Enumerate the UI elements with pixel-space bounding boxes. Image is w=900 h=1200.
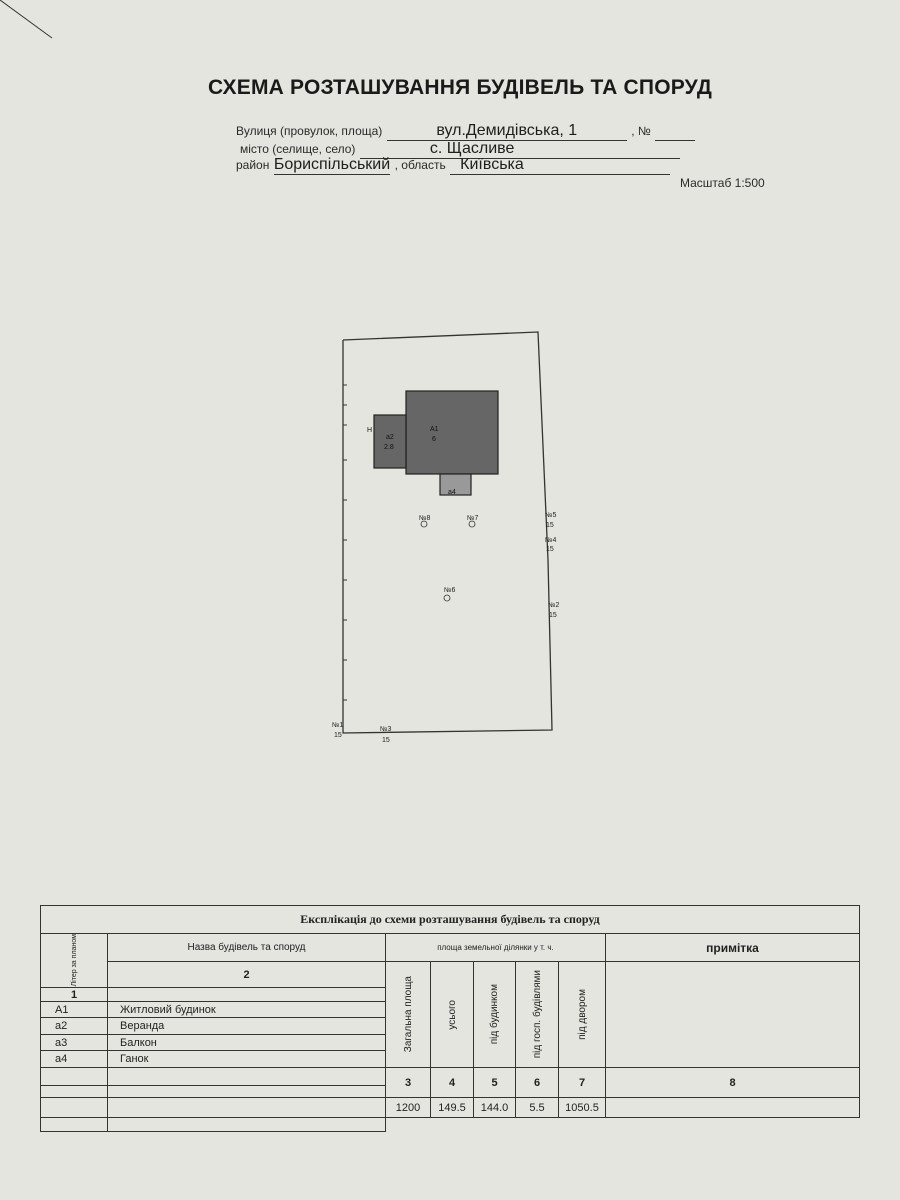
sub-col-total: Загальна площа (402, 976, 414, 1053)
h-label: Н (367, 427, 372, 434)
row-name: Веранда (107, 1017, 386, 1035)
marker-1: №1 (332, 722, 344, 729)
col-number: 6 (515, 1067, 559, 1098)
col-name-header: Назва будівель та споруд (107, 933, 386, 962)
col-number: 5 (473, 1067, 516, 1098)
table-title: Експлікація до схеми розташування будіве… (40, 905, 860, 934)
marker-5-sub: 15 (546, 522, 554, 529)
col-area-group-header: площа земельної ділянки у т. ч. (385, 933, 606, 962)
sub-col-building: під будинком (489, 984, 500, 1045)
plot-boundary (342, 331, 553, 734)
col-number: 3 (385, 1067, 431, 1098)
marker-3-sub: 15 (382, 737, 390, 744)
col-number: 1 (40, 987, 108, 1002)
sub-col-outbuildings: під госп. будівлями (531, 970, 543, 1059)
col-number: 7 (558, 1067, 606, 1098)
region-label: , область (394, 158, 446, 172)
marker-2: №2 (548, 602, 560, 609)
marker-1-sub: 15 (334, 732, 342, 739)
row-code: А1 (40, 1000, 108, 1019)
site-plan: А1 6 а2 2.8 Н а4 №1 15 №2 15 №3 15 №4 15… (0, 0, 560, 744)
marker-7: №7 (467, 515, 479, 522)
col-number: 4 (430, 1067, 474, 1098)
marker-8: №8 (419, 515, 431, 522)
building-a4 (439, 473, 472, 496)
marker-4: №4 (545, 537, 557, 544)
building-a1 (405, 390, 499, 475)
city-label: місто (селище, село) (240, 142, 356, 156)
marker-4-sub: 15 (546, 546, 554, 553)
col-number: 8 (605, 1067, 860, 1098)
scale-label: Масштаб 1:500 (680, 176, 765, 190)
number-label: , № (631, 124, 651, 138)
district-label: район (236, 158, 270, 172)
sub-col-all: усього (446, 999, 458, 1030)
row-name: Балкон (107, 1033, 386, 1052)
a1-sub: 6 (432, 436, 436, 443)
row-code: а3 (40, 1033, 108, 1052)
value-all: 149.5 (430, 1097, 474, 1118)
a2-sub: 2.8 (384, 444, 394, 451)
a4-label: а4 (448, 489, 456, 496)
district-value: Бориспільський (273, 156, 391, 175)
marker-6: №6 (444, 587, 456, 594)
row-code: а2 (40, 1017, 108, 1035)
value-outbuildings: 5.5 (515, 1097, 559, 1118)
row-name: Житловий будинок (107, 1000, 386, 1019)
building-a2 (373, 414, 407, 469)
a1-label: А1 (430, 426, 439, 433)
region-value: Київська (450, 156, 671, 175)
explication-table: Експлікація до схеми розташування будіве… (40, 905, 860, 1132)
marker-5: №5 (545, 512, 557, 519)
row-name: Ганок (107, 1050, 386, 1068)
sub-col-yard: під двором (576, 989, 588, 1040)
street-line: Вулиця (провулок, площа) вул.Демидівська… (236, 122, 696, 141)
marker-2-sub: 15 (549, 612, 557, 619)
marker-3: №3 (380, 726, 392, 733)
street-label: Вулиця (провулок, площа) (236, 124, 383, 138)
a2-label: а2 (386, 434, 394, 441)
value-total: 1200 (385, 1097, 431, 1118)
district-line: район Бориспільський , область Київська (236, 156, 671, 175)
col-note-header: примітка (605, 933, 860, 962)
value-building: 144.0 (473, 1097, 516, 1118)
markers: №1 15 №2 15 №3 15 №4 15 №5 15 №6 №7 №8 (332, 512, 560, 744)
col-letter-header: Літер за планом (70, 934, 78, 987)
col-number: 2 (107, 960, 386, 989)
street-value: вул.Демидівська, 1 (386, 122, 627, 141)
document-title: СХЕМА РОЗТАШУВАННЯ БУДІВЕЛЬ ТА СПОРУД (207, 76, 713, 99)
city-value: с. Щасливе (359, 140, 680, 159)
city-line: місто (селище, село) с. Щасливе (240, 140, 680, 159)
value-yard: 1050.5 (558, 1097, 606, 1118)
row-code: а4 (40, 1050, 108, 1068)
